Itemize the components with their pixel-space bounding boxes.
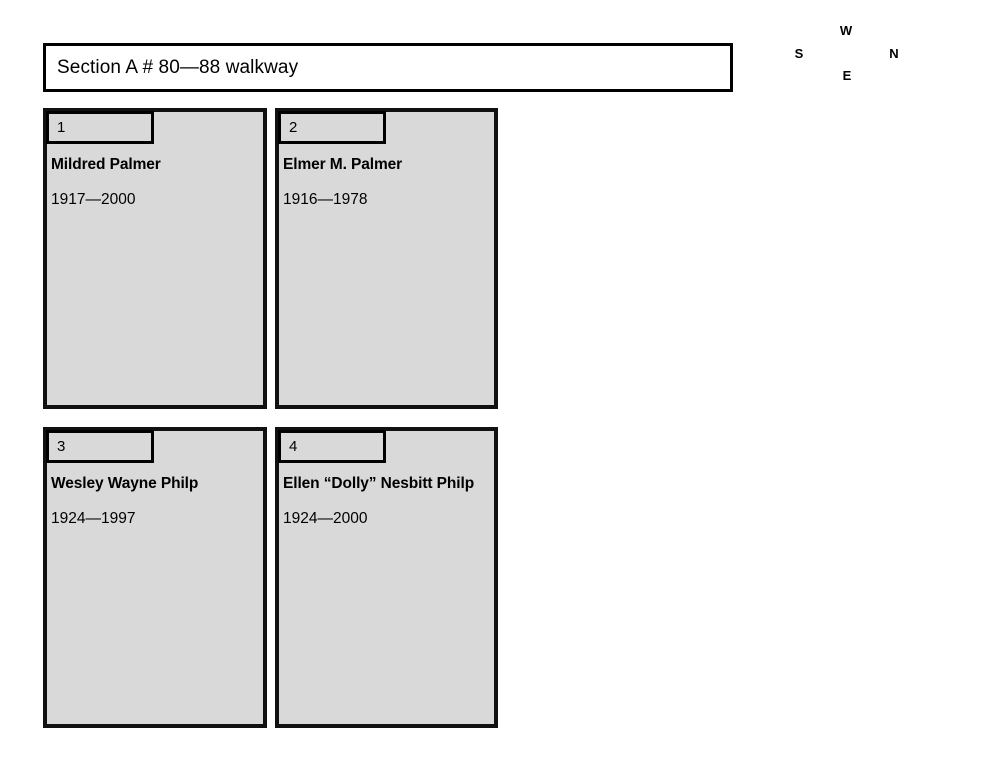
plot-number-label: 2 xyxy=(289,119,298,136)
plot-occupant-name: Mildred Palmer xyxy=(51,156,161,173)
plot-card[interactable]: 2 Elmer M. Palmer 1916—1978 xyxy=(275,108,498,409)
plot-body: Mildred Palmer 1917—2000 xyxy=(47,145,263,207)
compass-direction-right: N xyxy=(889,46,899,61)
plot-body: Wesley Wayne Philp 1924—1997 xyxy=(47,464,263,526)
compass-rose: W S N E xyxy=(780,14,920,94)
plot-occupant-dates: 1924—2000 xyxy=(283,509,368,527)
plot-card[interactable]: 1 Mildred Palmer 1917—2000 xyxy=(43,108,267,409)
plot-number-label: 1 xyxy=(57,119,66,136)
plot-body: Ellen “Dolly” Nesbitt Philp 1924—2000 xyxy=(279,464,494,526)
plot-occupant-dates: 1924—1997 xyxy=(51,509,136,527)
plot-number-label: 3 xyxy=(57,438,66,455)
plot-number-badge: 1 xyxy=(46,111,154,144)
plot-card[interactable]: 3 Wesley Wayne Philp 1924—1997 xyxy=(43,427,267,728)
plot-occupant-name: Elmer M. Palmer xyxy=(283,156,403,173)
plot-occupant-dates: 1917—2000 xyxy=(51,190,136,208)
plot-number-badge: 2 xyxy=(278,111,386,144)
plot-body: Elmer M. Palmer 1916—1978 xyxy=(279,145,494,207)
plot-card[interactable]: 4 Ellen “Dolly” Nesbitt Philp 1924—2000 xyxy=(275,427,498,728)
plot-number-badge: 4 xyxy=(278,430,386,463)
section-title-text: Section A # 80—88 walkway xyxy=(57,57,299,78)
plot-number-label: 4 xyxy=(289,438,298,455)
compass-direction-top: W xyxy=(839,23,853,38)
plot-occupant-name: Ellen “Dolly” Nesbitt Philp xyxy=(283,475,475,492)
plot-number-badge: 3 xyxy=(46,430,154,463)
plot-occupant-dates: 1916—1978 xyxy=(283,190,368,208)
section-title-bar: Section A # 80—88 walkway xyxy=(43,43,733,92)
plot-occupant-name: Wesley Wayne Philp xyxy=(51,475,199,492)
compass-direction-left: S xyxy=(794,46,804,61)
compass-direction-bottom: E xyxy=(842,68,852,83)
